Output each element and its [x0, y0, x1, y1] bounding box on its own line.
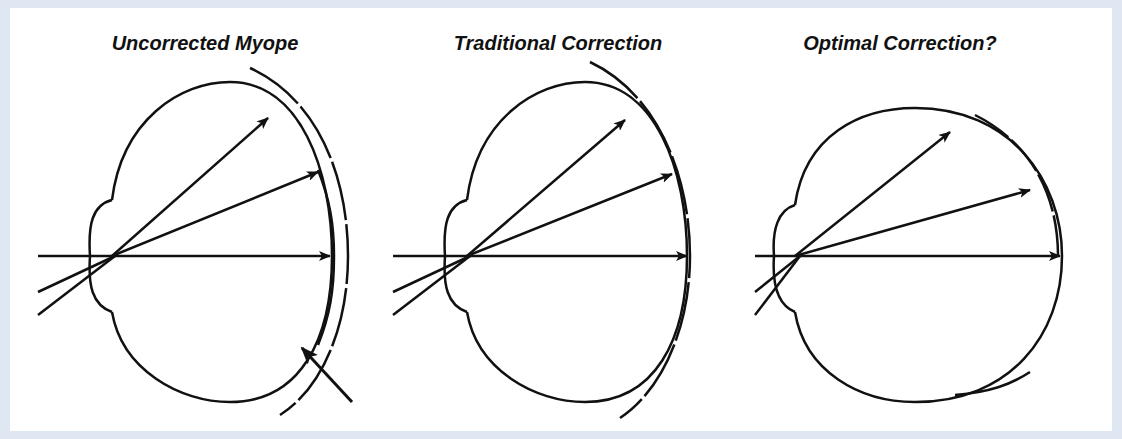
optimal-eye — [755, 108, 1062, 402]
panel-title: Uncorrected Myope — [112, 32, 299, 55]
panel-title: Optimal Correction? — [803, 32, 996, 55]
uncorrected-eye — [38, 68, 352, 415]
traditional-eye — [393, 62, 690, 418]
panel-title: Traditional Correction — [454, 32, 663, 55]
